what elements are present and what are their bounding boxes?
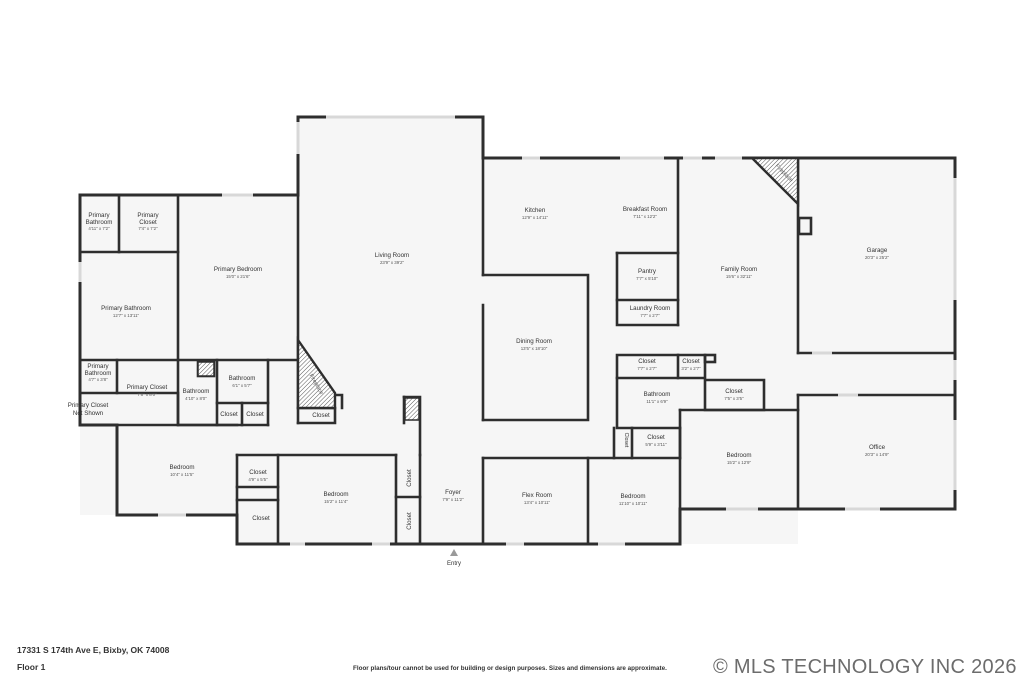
room-dimensions-primary-closet-mid: 7'8" x 8'0" [137, 392, 157, 397]
room-name-bathroom-a: Bathroom [183, 388, 210, 395]
room-name-closet-kitchen-a: Closet [638, 358, 656, 365]
room-name-pantry: Pantry [638, 268, 657, 275]
room-name-closet-bed1: Closet [249, 469, 267, 476]
room-dimensions-primary-bedroom: 15'0" x 21'6" [226, 274, 251, 279]
floor-label: Floor 1 [17, 662, 46, 672]
hatched-column [197, 361, 215, 377]
room-dimensions-office: 20'3" x 14'9" [865, 452, 890, 457]
room-dimensions-primary-closet-top: 7'4" x 7'2" [138, 226, 158, 231]
room-dimensions-primary-bathroom-mini: 4'7" x 3'8" [88, 377, 108, 382]
room-dimensions-pantry: 7'7" x 5'10" [636, 276, 658, 281]
room-dimensions-family-room: 15'6" x 32'11" [726, 274, 753, 279]
room-dimensions-breakfast-room: 7'11" x 12'2" [633, 214, 657, 219]
closet-label: Closet [252, 515, 270, 522]
room-dimensions-laundry-room: 7'7" x 2'7" [640, 313, 660, 318]
entry-label: Entry [447, 561, 461, 567]
room-name-dining-room: Dining Room [516, 338, 552, 345]
disclaimer: Floor plans/tour cannot be used for buil… [353, 665, 667, 672]
room-name-bathroom-b: Bathroom [229, 375, 256, 382]
room-dimensions-closet-kitchen-a: 7'7" x 2'7" [637, 366, 657, 371]
room-dimensions-closet-bed-c: 5'9" x 3'11" [645, 442, 667, 447]
room-name-breakfast-room: Breakfast Room [623, 206, 667, 213]
room-dimensions-dining-room: 13'5" x 18'10" [521, 346, 548, 351]
room-dimensions-closet-kitchen-b: 3'2" x 2'7" [681, 366, 701, 371]
room-dimensions-living-room: 23'9" x 39'2" [380, 260, 405, 265]
room-dimensions-bedroom-4: 15'2" x 12'9" [727, 460, 752, 465]
room-name-closet-bed-c: Closet [647, 434, 665, 441]
room-name-bedroom-1: Bedroom [169, 464, 194, 471]
room-dimensions-bedroom-3: 11'10" x 10'11" [619, 501, 648, 506]
windows [78, 115, 957, 546]
room-dimensions-foyer: 7'9" x 11'2" [442, 497, 464, 502]
closet-labels: Closet Closet Closet Closet Closet Close… [220, 411, 629, 530]
room-name-closet-kitchen-b: Closet [682, 358, 700, 365]
room-dimensions-garage: 20'3" x 25'2" [865, 255, 890, 260]
room-name-kitchen: Kitchen [525, 207, 546, 214]
room-dimensions-flex-room: 13'4" x 10'11" [524, 500, 551, 505]
hatched-column [404, 397, 420, 421]
closet-label: Closet [623, 433, 629, 448]
room-name-foyer: Foyer [445, 489, 461, 496]
room-name-family-room: Family Room [721, 266, 757, 273]
room-name-living-room: Living Room [375, 252, 409, 259]
room-dimensions-closet-bed1: 4'9" x 5'5" [248, 477, 268, 482]
room-name-primary-closet-mid: Primary Closet [127, 384, 168, 391]
entry-arrow-icon [450, 549, 458, 556]
room-dimensions-bathroom-b: 6'1" x 5'7" [232, 383, 252, 388]
room-dimensions-closet-hall: 7'5" x 3'5" [724, 396, 744, 401]
room-dimensions-bathroom-a: 4'10" x 8'0" [185, 396, 207, 401]
room-name-closet-hall: Closet [725, 388, 743, 395]
room-name-office: Office [869, 444, 886, 451]
fireplace-family: Fireplace [749, 156, 800, 207]
room-name-bedroom-2: Bedroom [323, 491, 348, 498]
room-name-bathroom-c: Bathroom [644, 391, 671, 398]
property-address: 17331 S 174th Ave E, Bixby, OK 74008 [17, 645, 170, 655]
room-name-garage: Garage [867, 247, 888, 254]
fireplace-living: Fireplace [296, 336, 337, 410]
copyright-watermark: © MLS TECHNOLOGY INC 2026 [713, 656, 1017, 678]
room-name-laundry-room: Laundry Room [630, 305, 671, 312]
closet-label: Closet [406, 469, 413, 487]
room-name-bedroom-4: Bedroom [726, 452, 751, 459]
room-dimensions-bedroom-1: 10'4" x 11'5" [170, 472, 194, 477]
room-name-bedroom-3: Bedroom [620, 493, 645, 500]
room-dimensions-bathroom-c: 11'1" x 6'9" [646, 399, 668, 404]
room-dimensions-primary-bathroom-main: 12'7" x 13'11" [113, 313, 140, 318]
closet-label: Closet [220, 411, 238, 418]
room-name-flex-room: Flex Room [522, 492, 552, 499]
room-dimensions-kitchen: 12'9" x 14'11" [522, 215, 549, 220]
room-name-primary-bathroom-main: Primary Bathroom [101, 305, 151, 312]
closet-label: Closet [246, 411, 264, 418]
closet-label: Closet [312, 412, 330, 419]
room-name-primary-bedroom: Primary Bedroom [214, 266, 262, 273]
floor-area [80, 117, 955, 544]
room-dimensions-primary-bathroom-small: 4'11" x 7'2" [88, 226, 110, 231]
closet-label: Closet [406, 512, 413, 530]
room-dimensions-bedroom-2: 15'2" x 11'4" [324, 499, 348, 504]
